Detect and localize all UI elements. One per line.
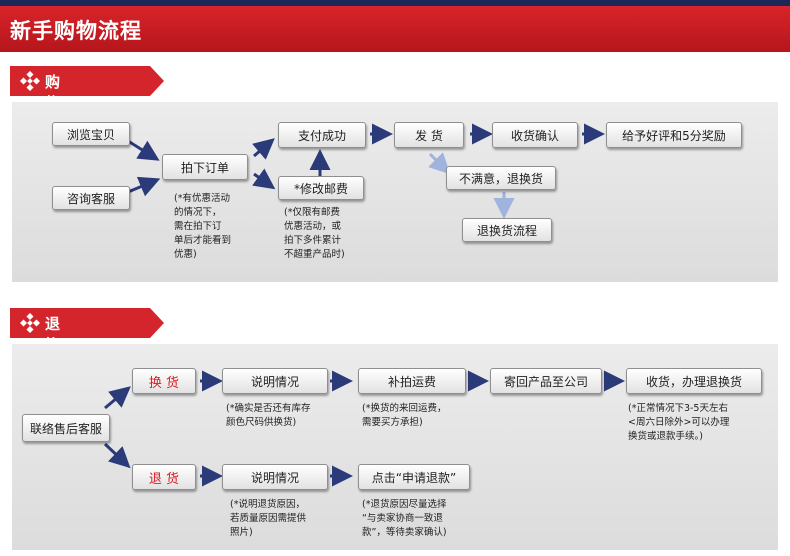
ship-step: 发 货 <box>394 122 464 148</box>
explain-exchange-note: (*确实是否还有库存 颜色尺码供换货) <box>226 403 311 428</box>
explain-refund-note: (*说明退货原因， 若质量原因需提供 照片) <box>230 499 307 538</box>
arrow <box>252 168 276 190</box>
modify-shipping-note: (*仅限有邮费 优惠活动，或 拍下多件累计 不超重产品时) <box>284 207 345 260</box>
arrow <box>103 442 131 469</box>
receive-process-step: 收货，办理退换货 <box>626 368 762 394</box>
order-note: (*有优惠活动 的情况下， 需在拍下订 单后才能看到 优惠) <box>174 193 232 260</box>
apply-refund-note: (*退货原因尽量选择 “与卖家协商一致退 款”，等待卖家确认) <box>362 499 447 538</box>
send-back-step: 寄回产品至公司 <box>490 368 602 394</box>
receive-process-note: (*正常情况下3-5天左右 <周六日除外>可以办理 换货或退款手续。) <box>628 403 730 442</box>
pay-shipping-note: (*换货的来回运费， 需要买方承担) <box>362 403 447 428</box>
review-step: 给予好评和5分奖励 <box>606 122 742 148</box>
apply-refund-step: 点击“申请退款” <box>358 464 470 490</box>
diamond-cluster-icon <box>20 71 40 91</box>
return-flow-step: 退换货流程 <box>462 218 552 242</box>
explain-refund-step: 说明情况 <box>222 464 328 490</box>
unsatisfied-step: 不满意，退换货 <box>446 166 556 190</box>
page-title: 新手购物流程 <box>10 19 142 43</box>
diamond-cluster-icon <box>20 313 40 333</box>
modify-shipping-step: *修改邮费 <box>278 176 364 200</box>
pay-shipping-step: 补拍运费 <box>358 368 466 394</box>
receive-step: 收货确认 <box>492 122 578 148</box>
exchange-step: 换 货 <box>132 368 196 394</box>
arrow <box>104 386 131 410</box>
consult-step: 咨询客服 <box>52 186 130 210</box>
browse-step: 浏览宝贝 <box>52 122 130 146</box>
title-bar: 新手购物流程 <box>0 6 790 52</box>
arrow <box>127 139 160 161</box>
arrow <box>127 176 161 197</box>
order-step: 拍下订单 <box>162 154 248 180</box>
explain-exchange-step: 说明情况 <box>222 368 328 394</box>
pay-step: 支付成功 <box>278 122 366 148</box>
arrow <box>252 138 275 160</box>
arrow <box>428 152 451 175</box>
refund-step: 退 货 <box>132 464 196 490</box>
contact-service-step: 联络售后客服 <box>22 414 110 442</box>
top-strip <box>0 0 790 6</box>
